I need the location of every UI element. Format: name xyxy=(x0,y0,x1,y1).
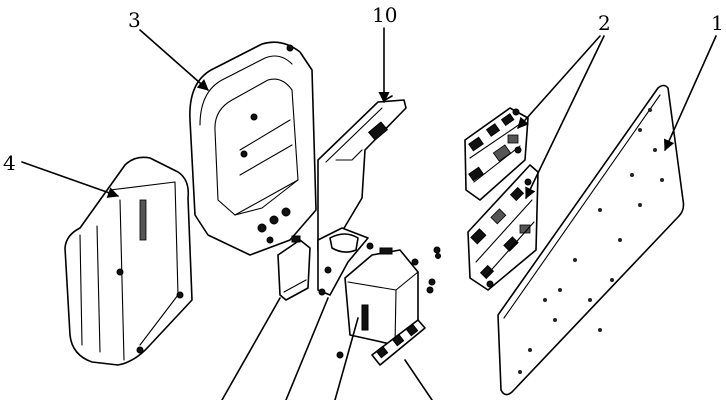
plate-hole xyxy=(618,238,622,242)
mounting-part xyxy=(317,227,369,296)
plate-hole xyxy=(573,258,577,262)
module-box xyxy=(336,247,419,359)
plate-hole xyxy=(610,278,614,282)
terminal-block xyxy=(371,319,426,366)
screws xyxy=(366,242,441,294)
plate-hole xyxy=(553,318,557,322)
label-10: 10 xyxy=(372,3,397,27)
plate-hole xyxy=(518,370,522,374)
circuit-board-lower xyxy=(467,164,539,291)
plate-hole xyxy=(638,203,642,207)
plate-hole xyxy=(630,173,634,177)
base-plate xyxy=(497,84,685,396)
plate-hole xyxy=(638,128,642,132)
leader-lines xyxy=(21,27,717,400)
label-3: 3 xyxy=(128,8,141,32)
label-1: 1 xyxy=(711,11,724,35)
plate-hole xyxy=(528,348,532,352)
plate-holes xyxy=(518,108,664,374)
bracket-part xyxy=(277,235,311,301)
label-4: 4 xyxy=(3,151,16,175)
plate-hole xyxy=(598,208,602,212)
cover-plate xyxy=(317,95,407,256)
plate-hole xyxy=(558,288,562,292)
rear-frame xyxy=(189,41,317,256)
plate-hole xyxy=(598,328,602,332)
plate-hole xyxy=(588,298,592,302)
part-labels: 3 10 2 1 4 xyxy=(3,3,724,175)
front-shell xyxy=(64,156,193,366)
label-2: 2 xyxy=(598,11,611,35)
plate-hole xyxy=(543,298,547,302)
circuit-board-upper xyxy=(464,107,529,201)
plate-hole xyxy=(653,148,657,152)
plate-hole xyxy=(648,108,652,112)
plate-hole xyxy=(660,178,664,182)
